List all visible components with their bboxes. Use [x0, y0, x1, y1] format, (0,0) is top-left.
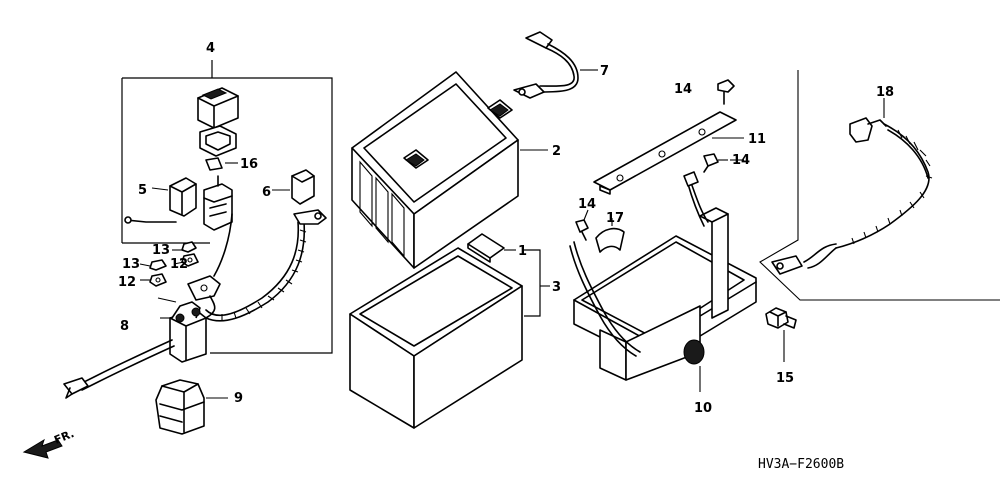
part-17-band[interactable] [595, 218, 625, 253]
part-18-negative-cable[interactable] [771, 98, 933, 275]
callout-14c: 14 [578, 197, 596, 212]
callout-13a: 13 [152, 243, 170, 258]
callout-14b: 14 [732, 153, 750, 168]
part-14-bolt-top[interactable] [717, 79, 735, 105]
callout-17: 17 [606, 211, 624, 226]
leader-lines [139, 69, 744, 281]
part-8-starter-relay[interactable] [157, 275, 221, 363]
callout-3: 3 [552, 280, 561, 295]
nuts-12-13[interactable] [149, 241, 199, 287]
callout-5: 5 [138, 183, 147, 198]
callout-12b: 12 [170, 257, 188, 272]
callout-4: 4 [206, 41, 215, 56]
part-15-bolt[interactable] [765, 307, 797, 362]
callout-1: 1 [518, 244, 527, 259]
direction-label: FR. [52, 427, 76, 447]
callout-11: 11 [748, 132, 766, 147]
part-18-frame-outline [759, 70, 1000, 301]
part-2-battery[interactable] [351, 71, 548, 269]
part-14-bolt-left[interactable] [575, 219, 589, 241]
callout-15: 15 [776, 371, 794, 386]
diagram-code: HV3A−F2600B [758, 457, 844, 472]
callout-16: 16 [240, 157, 258, 172]
part-6-terminal-cap[interactable] [272, 169, 315, 205]
callout-14a: 14 [674, 82, 692, 97]
callout-7: 7 [600, 64, 609, 79]
callout-18: 18 [876, 85, 894, 100]
callout-2: 2 [552, 144, 561, 159]
part-7-battery-cable[interactable] [513, 31, 596, 99]
part-9-rubber-mount[interactable] [155, 379, 228, 435]
front-direction-arrow: FR. [22, 427, 76, 459]
relay-lead-wire [63, 339, 175, 399]
relay-connector[interactable] [203, 175, 233, 231]
part-16-fuse[interactable] [205, 157, 238, 171]
battery-positive-cable [205, 209, 327, 322]
callout-12: 12 [118, 275, 136, 290]
part-14-bolt-right[interactable] [703, 153, 728, 173]
callout-labels: 4 16 5 6 13 13 12 12 8 9 2 7 1 3 14 11 1… [118, 41, 894, 416]
callout-8: 8 [120, 319, 129, 334]
callout-10: 10 [694, 401, 712, 416]
part-1-pad[interactable] [467, 233, 516, 263]
part-10-battery-box[interactable] [569, 171, 757, 392]
callout-6: 6 [262, 185, 271, 200]
part-11-battery-stay[interactable] [593, 111, 744, 195]
starter-relay-group-frame [121, 60, 333, 354]
part-4-relay-box[interactable] [197, 87, 239, 157]
callout-13b: 13 [122, 257, 140, 272]
callout-9: 9 [234, 391, 243, 406]
part-3-battery-case[interactable] [349, 247, 550, 429]
part-5-terminal-cover[interactable] [124, 177, 197, 224]
